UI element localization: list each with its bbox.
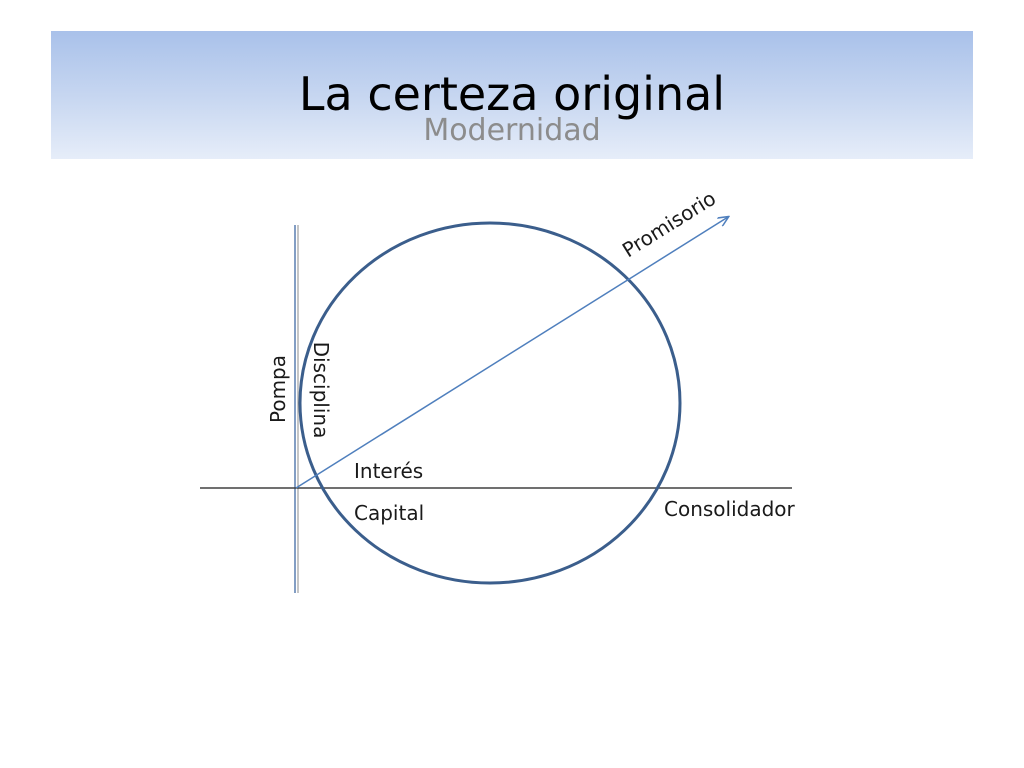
slide-title: La certeza original — [298, 67, 726, 121]
label-disciplina: Disciplina — [309, 342, 333, 439]
slide-subtitle: Modernidad — [423, 113, 601, 148]
label-interes: Interés — [354, 459, 423, 483]
label-consolidador: Consolidador — [664, 497, 796, 521]
label-pompa: Pompa — [266, 355, 290, 423]
label-capital: Capital — [354, 501, 424, 525]
vertical-axis — [294, 225, 299, 593]
title-banner: La certeza original Modernidad — [51, 31, 973, 159]
promisorio-arrow — [295, 217, 728, 489]
cycle-circle — [298, 221, 682, 585]
label-promisorio: Promisorio — [618, 186, 720, 262]
